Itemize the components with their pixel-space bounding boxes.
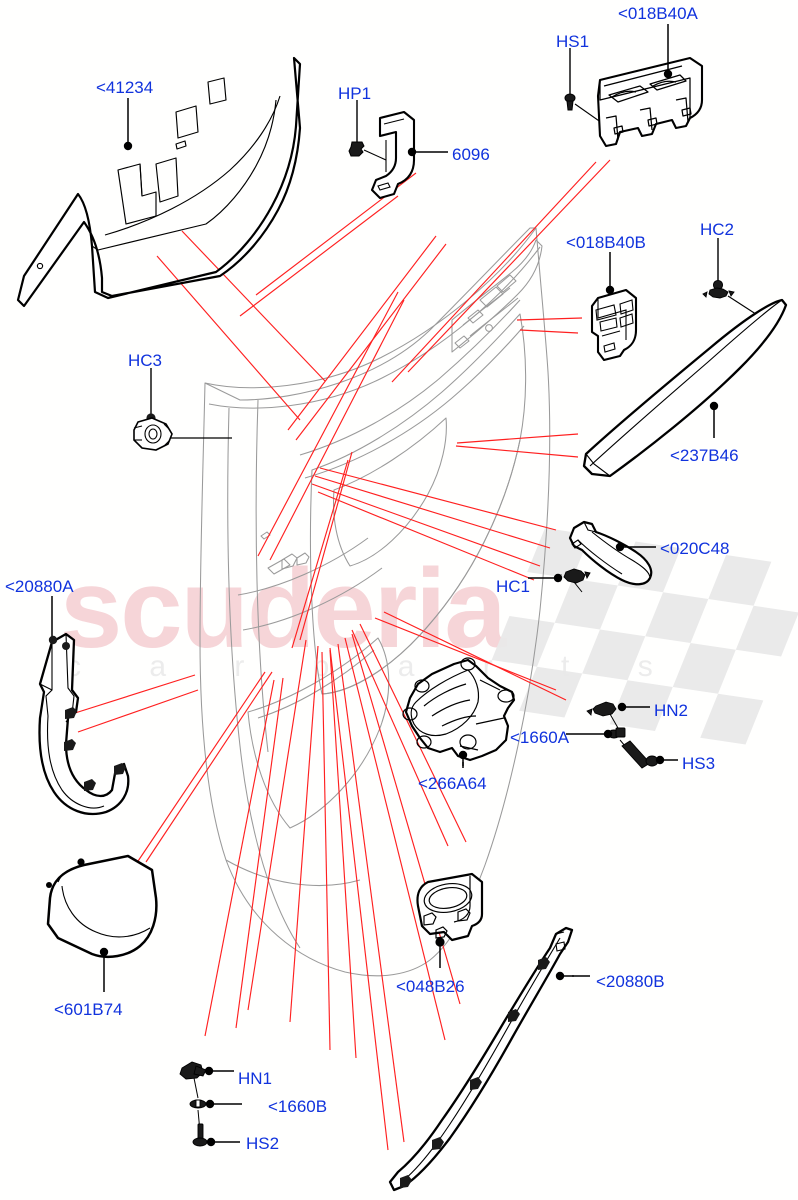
part-label-20880b: <20880B (596, 972, 665, 991)
part-018B40A-detail (599, 65, 692, 141)
part-label-hc3: HC3 (128, 351, 163, 370)
part-label-hs2: HS2 (246, 1134, 280, 1153)
part-label-018b40a: <018B40A (618, 4, 698, 23)
part-label-601b74: <601B74 (54, 1000, 123, 1019)
part-6096-detail (377, 118, 405, 191)
watermark-checkered-flag (491, 528, 798, 745)
part-20880B-detail (403, 931, 566, 1181)
part-048B26-detail (423, 876, 473, 939)
part-hn2-nut (586, 701, 650, 729)
callout-266A64 (458, 750, 468, 768)
callout-018B40A (663, 24, 673, 79)
part-label-020c48: <020C48 (660, 539, 730, 558)
part-label-20880a: <20880A (5, 577, 74, 596)
callout-601B74 (46, 858, 109, 992)
callout-048B26 (435, 937, 445, 968)
part-hn1-nut (179, 1061, 234, 1099)
part-hp1-push-pin (348, 100, 387, 161)
part-label-hs3: HS3 (682, 754, 716, 773)
callout-41234 (123, 98, 133, 151)
part-6096-bracket (370, 110, 416, 200)
part-label-41234: <41234 (96, 78, 154, 97)
part-266A64-door-handle (404, 658, 516, 762)
part-237B46-upper-moulding (582, 298, 788, 478)
part-601B74-detail (57, 863, 151, 938)
part-label-237b46: <237B46 (670, 446, 739, 465)
part-237B46-detail (585, 299, 783, 477)
red-leader-lines (74, 159, 611, 1151)
part-1660A-washer (566, 727, 631, 753)
part-1660B-washer (189, 1099, 242, 1133)
part-label-hp1: HP1 (338, 84, 372, 103)
part-20880B-clips (400, 957, 550, 1188)
part-41234-detail (36, 63, 301, 299)
callout-018B40B (605, 252, 615, 295)
part-label-hc1: HC1 (496, 577, 531, 596)
part-label-hn2: HN2 (654, 701, 689, 720)
callout-20880B (555, 971, 590, 981)
part-label-1660a: <1660A (510, 728, 570, 747)
ghost-door-panel (199, 227, 551, 977)
callout-6096 (407, 147, 448, 157)
part-label-048b26: <048B26 (396, 977, 465, 996)
part-266A64-detail (402, 657, 515, 751)
part-label-6096: 6096 (452, 145, 490, 164)
part-20880B-trim-strip (388, 926, 574, 1192)
callout-237B46 (709, 401, 719, 438)
part-label-hs1: HS1 (556, 32, 590, 51)
part-label-1660b: <1660B (268, 1097, 328, 1116)
part-hc2-clip (702, 238, 763, 319)
part-hs3-bolt (621, 740, 678, 769)
part-41234-lower-trim-panel (16, 56, 302, 308)
part-hc1-clip (528, 568, 591, 593)
callout-020C48 (615, 542, 656, 552)
part-label-hn1: HN1 (238, 1069, 273, 1088)
part-20880A-clips (48, 635, 126, 791)
part-020C48-detail (571, 521, 651, 579)
part-20880A-trim-strip (38, 632, 130, 816)
part-label-266a64: <266A64 (418, 774, 487, 793)
part-label-hc2: HC2 (700, 220, 735, 239)
part-601B74-armrest-pad (46, 854, 158, 958)
part-label-018b40b: <018B40B (566, 233, 646, 252)
part-hc3-clip (133, 368, 232, 451)
part-hs2-bolt (192, 1123, 240, 1147)
part-018B40B-detail (595, 298, 634, 353)
